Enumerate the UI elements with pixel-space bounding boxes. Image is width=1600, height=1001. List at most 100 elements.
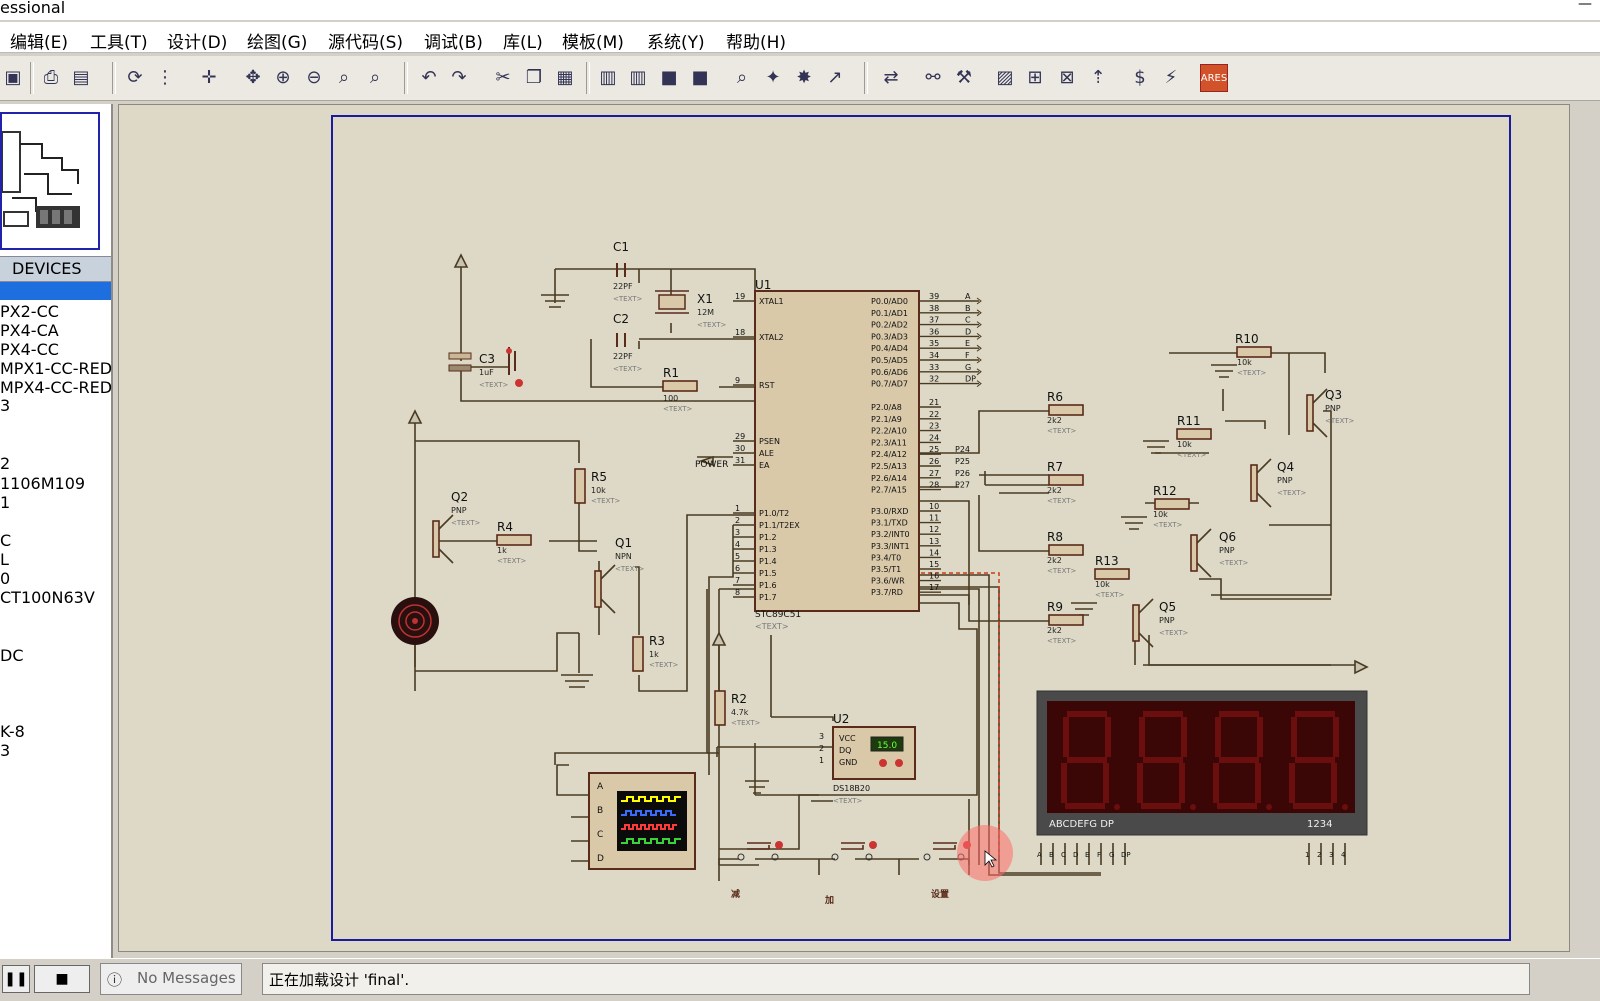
remove-sheet-icon[interactable]: ⊠ — [1059, 66, 1075, 88]
package-tool-icon[interactable]: ✸ — [796, 66, 812, 88]
dc-motor[interactable] — [391, 597, 439, 645]
save-icon[interactable]: ▣ — [4, 66, 22, 88]
pause-button[interactable]: ❚❚ — [2, 965, 30, 993]
device-item[interactable]: L — [0, 550, 9, 569]
search-tag-icon[interactable]: ⚯ — [925, 66, 941, 88]
zoom-out-icon[interactable]: ⊖ — [306, 66, 322, 88]
q6-ref: Q6 — [1219, 530, 1236, 544]
property-tool-icon[interactable]: ⚒ — [955, 66, 973, 88]
bill-of-materials-icon[interactable]: $ — [1134, 66, 1146, 88]
wire-autorouter-icon[interactable]: ⇄ — [883, 66, 899, 88]
origin-icon[interactable]: ✛ — [201, 66, 217, 88]
device-list-selected-row[interactable] — [0, 282, 111, 300]
push-button-2[interactable]: 加 — [824, 841, 877, 906]
refresh-icon[interactable]: ⟳ — [127, 66, 143, 88]
c2-capacitor[interactable]: C2 22PF <TEXT> — [613, 312, 643, 373]
electrical-check-icon[interactable]: ⚡ — [1164, 66, 1178, 88]
menu-debug[interactable]: 调试(B) — [424, 33, 483, 53]
u1-pin-name: P0.1/AD1 — [871, 309, 908, 318]
device-item[interactable]: 3 — [0, 741, 11, 760]
menu-help[interactable]: 帮助(H) — [726, 33, 787, 53]
grid-icon[interactable]: ⋮ — [156, 66, 174, 88]
block-move-icon[interactable]: ▥ — [629, 66, 647, 88]
reset-button[interactable] — [506, 347, 523, 387]
paste-icon[interactable]: ▦ — [556, 66, 574, 88]
device-item[interactable]: PX2-CC — [0, 302, 59, 321]
device-item[interactable]: 2 — [0, 454, 11, 473]
decompose-icon[interactable]: ↗ — [827, 66, 843, 88]
x1-crystal[interactable]: X1 12M <TEXT> — [655, 290, 727, 329]
undo-icon[interactable]: ↶ — [421, 66, 437, 88]
copy-icon[interactable]: ❐ — [525, 66, 543, 88]
menu-design[interactable]: 设计(D) — [167, 33, 228, 53]
print-area-icon[interactable]: ▤ — [72, 66, 90, 88]
zoom-area-icon[interactable]: ⌕ — [369, 66, 381, 88]
device-item[interactable]: PX4-CC — [0, 340, 59, 359]
device-item[interactable]: PX4-CA — [0, 321, 59, 340]
u2-temperature-sensor[interactable]: U2 VCC DQ GND 15.0 3 2 1 DS18B20 <TEXT> — [819, 712, 916, 805]
device-item[interactable]: C — [0, 531, 12, 550]
r2-resistor[interactable]: R24.7k<TEXT> — [714, 690, 761, 727]
exit-parent-icon[interactable]: ⇡ — [1090, 66, 1106, 88]
device-item[interactable]: K-8 — [0, 722, 25, 741]
make-device-icon[interactable]: ✦ — [765, 66, 781, 88]
print-icon[interactable]: ⎙ — [43, 66, 59, 88]
seven-segment-display[interactable]: ABCDEFG DP 1234 — [1036, 690, 1368, 836]
device-item[interactable]: 3 — [0, 396, 11, 415]
device-item[interactable]: 1 — [0, 493, 11, 512]
minimize-button[interactable]: — — [1578, 0, 1592, 12]
push-button-1[interactable]: 减 — [731, 841, 783, 900]
menu-graph[interactable]: 绘图(G) — [247, 33, 308, 53]
device-item[interactable]: 0 — [0, 569, 11, 588]
device-item[interactable]: 1106M109 — [0, 474, 86, 493]
menu-tools[interactable]: 工具(T) — [90, 33, 148, 53]
stop-button[interactable]: ■ — [34, 965, 90, 993]
menu-system[interactable]: 系统(Y) — [647, 33, 705, 53]
block-delete-icon[interactable]: ■ — [691, 66, 709, 88]
device-item[interactable]: MPX1-CC-RED — [0, 359, 113, 378]
ares-icon[interactable]: ARES — [1200, 64, 1228, 92]
u1-chip-body[interactable] — [754, 290, 920, 612]
add-sheet-icon[interactable]: ⊞ — [1027, 66, 1043, 88]
block-rotate-icon[interactable]: ■ — [660, 66, 678, 88]
zoom-all-icon[interactable]: ⌕ — [338, 66, 350, 88]
redo-icon[interactable]: ↷ — [451, 66, 467, 88]
menu-edit[interactable]: 编辑(E) — [10, 33, 69, 53]
pick-device-icon[interactable]: ⌕ — [736, 66, 748, 88]
pan-icon[interactable]: ✥ — [245, 66, 261, 88]
c1-capacitor[interactable]: C1 22PF <TEXT> — [613, 240, 643, 303]
c3-capacitor[interactable]: C3 1uF <TEXT> — [448, 352, 509, 389]
new-sheet-icon[interactable]: ▨ — [996, 66, 1014, 88]
device-item[interactable]: CT100N63V — [0, 588, 95, 607]
menu-template[interactable]: 模板(M) — [562, 33, 624, 53]
overview-window[interactable] — [0, 112, 100, 250]
oscilloscope[interactable]: A B C D — [588, 772, 696, 870]
zoom-in-icon[interactable]: ⊕ — [275, 66, 291, 88]
device-item[interactable]: DC — [0, 646, 24, 665]
device-item[interactable]: MPX4-CC-RED — [0, 378, 113, 397]
block-copy-icon[interactable]: ▥ — [599, 66, 617, 88]
cut-icon[interactable]: ✂ — [495, 66, 511, 88]
menu-source[interactable]: 源代码(S) — [328, 33, 404, 53]
menu-library[interactable]: 库(L) — [503, 33, 543, 53]
messages-panel[interactable]: ⓘ No Messages — [100, 963, 242, 995]
